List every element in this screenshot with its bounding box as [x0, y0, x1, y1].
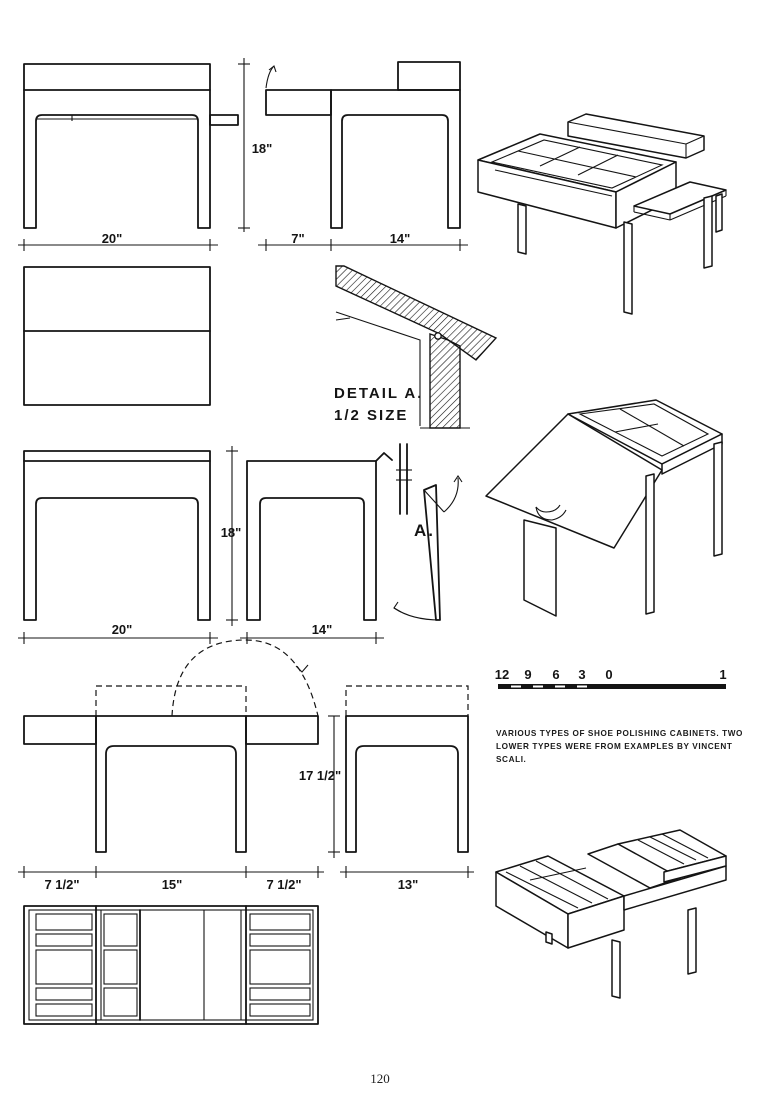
detail-a-marker: A. [414, 521, 435, 540]
scale-label-12: 12 [495, 667, 509, 682]
scale-label-1: 1 [719, 667, 726, 682]
dimension-low-height: 17 1/2" [299, 715, 341, 858]
cabinet2-front-elevation [23, 450, 211, 621]
page-number: 120 [370, 1071, 390, 1086]
cabinet2-side-elevation: A. [246, 443, 463, 621]
cabinet1-side-elevation [265, 61, 461, 229]
dimension-mid-width: 20" [18, 622, 218, 644]
dim-top-width: 20" [102, 231, 123, 246]
cabinet3-plan-view [23, 905, 319, 1025]
dim-low-left: 7 1/2" [44, 877, 79, 892]
scale-label-0: 0 [605, 667, 612, 682]
dim-low-right: 7 1/2" [266, 877, 301, 892]
scale-label-3: 3 [578, 667, 585, 682]
scale-label-9: 9 [524, 667, 531, 682]
dim-top-height: 18" [252, 141, 273, 156]
dim-low-center: 15" [162, 877, 183, 892]
cabinet1-isometric [477, 113, 727, 315]
cabinet3-side-elevation [345, 685, 469, 853]
figure-caption: VARIOUS TYPES OF SHOE POLISHING CABINETS… [496, 729, 744, 764]
dim-top-left: 7" [291, 231, 304, 246]
cabinet1-plan-view [23, 266, 211, 406]
cabinet3-front-elevation [23, 639, 319, 853]
dim-low-height: 17 1/2" [299, 768, 341, 783]
scale-label-6: 6 [552, 667, 559, 682]
cabinet3-isometric [495, 829, 727, 999]
dimension-mid-height: 18" [221, 446, 242, 626]
dimension-top-width: 20" [18, 231, 218, 251]
scale-bar: 12 9 6 3 0 1 [495, 667, 727, 689]
detail-scale: 1/2 SIZE [334, 407, 408, 424]
dimension-low-depth: 13" [340, 866, 474, 892]
dimension-top-height: 18" [238, 58, 272, 232]
detail-a-section: DETAIL A. 1/2 SIZE [334, 265, 498, 429]
detail-title: DETAIL A. [334, 385, 423, 402]
dim-top-right: 14" [390, 231, 411, 246]
cabinet1-front-elevation [23, 63, 239, 229]
dimension-low-width: 7 1/2" 15" 7 1/2" [18, 866, 324, 892]
dim-low-depth: 13" [398, 877, 419, 892]
dim-mid-width: 20" [112, 622, 133, 637]
dim-mid-height: 18" [221, 525, 242, 540]
dimension-top-side: 7" 14" [258, 231, 468, 251]
dim-mid-depth: 14" [312, 622, 333, 637]
dimension-mid-depth: 14" [240, 622, 384, 644]
cabinet2-isometric [485, 399, 723, 617]
